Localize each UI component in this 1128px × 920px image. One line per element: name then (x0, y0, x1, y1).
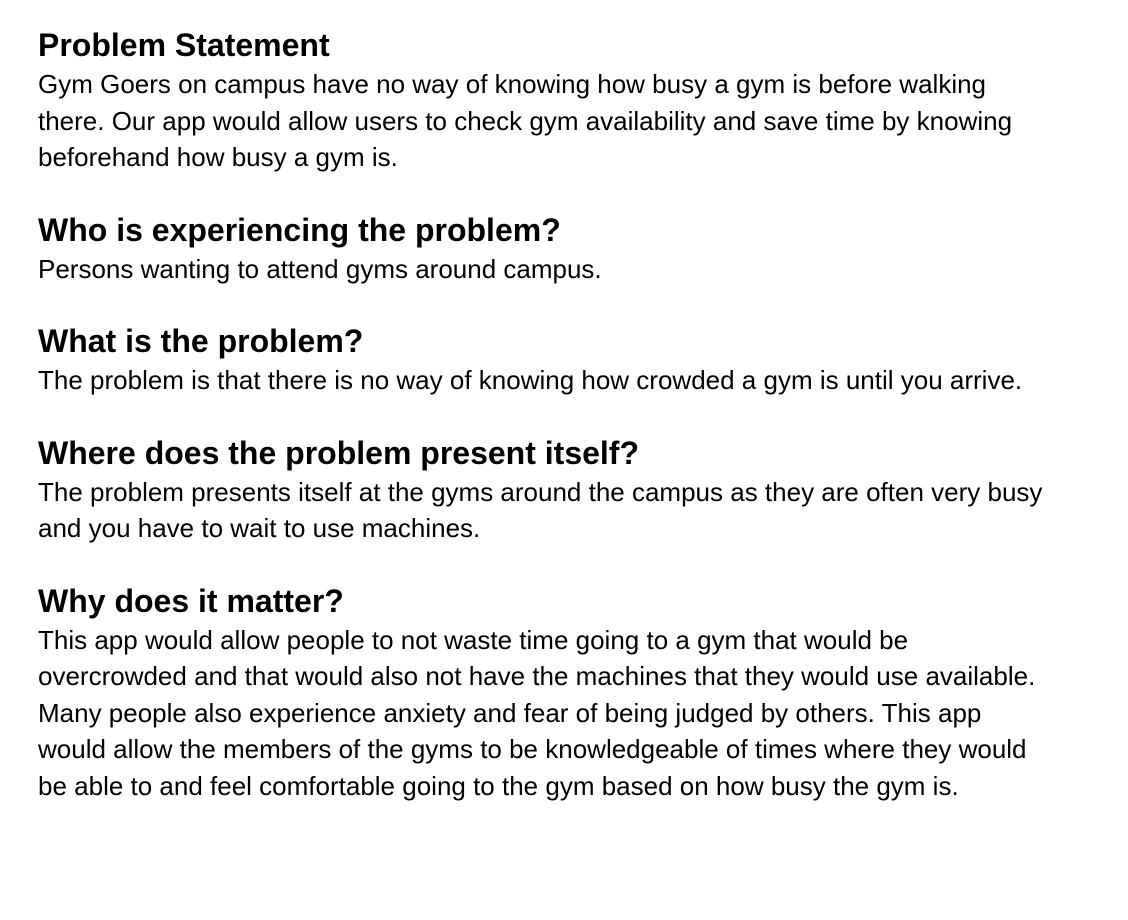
section-body: Gym Goers on campus have no way of knowi… (38, 69, 1013, 172)
section-why: Why does it matter? This app would allow… (38, 580, 1113, 805)
section-heading: What is the problem? (38, 323, 364, 359)
section-body: The problem is that there is no way of k… (38, 365, 1023, 395)
document: Problem Statement Gym Goers on campus ha… (38, 24, 1113, 804)
section-body: The problem presents itself at the gyms … (38, 476, 1043, 544)
section-heading: Where does the problem present itself? (38, 434, 639, 471)
section-body: Persons wanting to attend gyms around ca… (38, 253, 602, 284)
section-who: Who is experiencing the problem? Persons… (38, 209, 1113, 288)
section-where: Where does the problem present itself? T… (38, 432, 1113, 547)
section-problem-statement: Problem Statement Gym Goers on campus ha… (38, 24, 1113, 176)
section-body: This app would allow people to not waste… (38, 624, 1036, 801)
section-heading: Problem Statement (38, 27, 330, 63)
section-heading: Who is experiencing the problem? (38, 211, 561, 248)
section-heading: Why does it matter? (38, 582, 344, 619)
section-what: What is the problem? The problem is that… (38, 320, 1113, 399)
